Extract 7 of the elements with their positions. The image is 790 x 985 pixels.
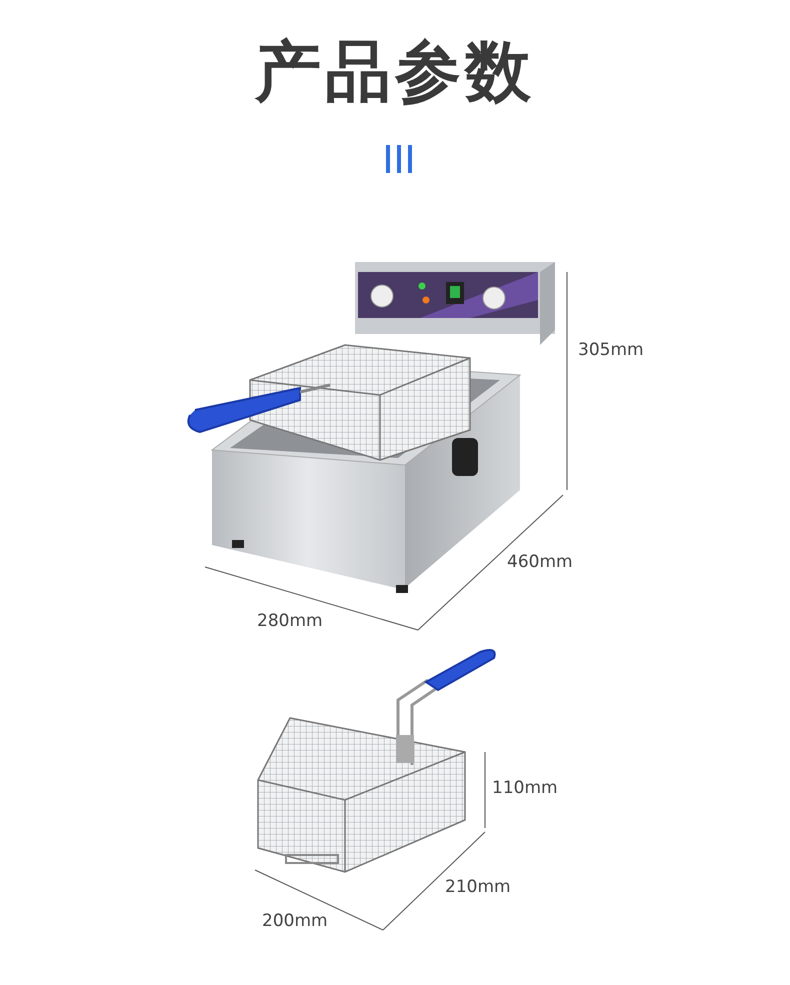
dimension-label: 280mm	[257, 611, 323, 632]
dimension-label: 110mm	[492, 778, 558, 798]
dimension-label: 460mm	[507, 552, 573, 572]
dimension-label: 305mm	[578, 340, 644, 360]
page-title: 产品参数	[255, 32, 535, 112]
dimension-label: 200mm	[262, 911, 328, 932]
dimension-label: 210mm	[445, 877, 511, 898]
